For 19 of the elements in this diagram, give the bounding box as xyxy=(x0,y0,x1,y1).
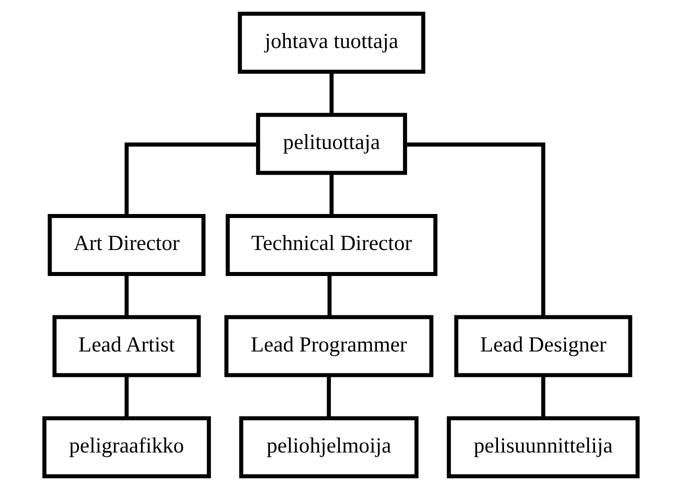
node-box: peliohjelmoija xyxy=(238,416,418,478)
connector xyxy=(326,375,330,418)
connector xyxy=(405,142,545,317)
connector xyxy=(124,274,128,317)
connector xyxy=(329,72,334,115)
node-box: Technical Director xyxy=(225,214,437,276)
node-box: peligraafikko xyxy=(42,416,210,478)
node-box: Lead Designer xyxy=(454,315,632,378)
node-box: pelituottaja xyxy=(256,112,407,175)
node-box: johtava tuottaja xyxy=(237,12,425,74)
connector xyxy=(540,375,545,418)
node-box: pelisuunnittelija xyxy=(446,416,640,478)
connector xyxy=(329,173,334,216)
connector xyxy=(124,375,128,418)
node-box: Art Director xyxy=(47,214,205,276)
connector xyxy=(327,274,332,317)
node-box: Lead Artist xyxy=(52,315,200,378)
node-box: Lead Programmer xyxy=(224,315,433,378)
connector xyxy=(124,142,258,216)
